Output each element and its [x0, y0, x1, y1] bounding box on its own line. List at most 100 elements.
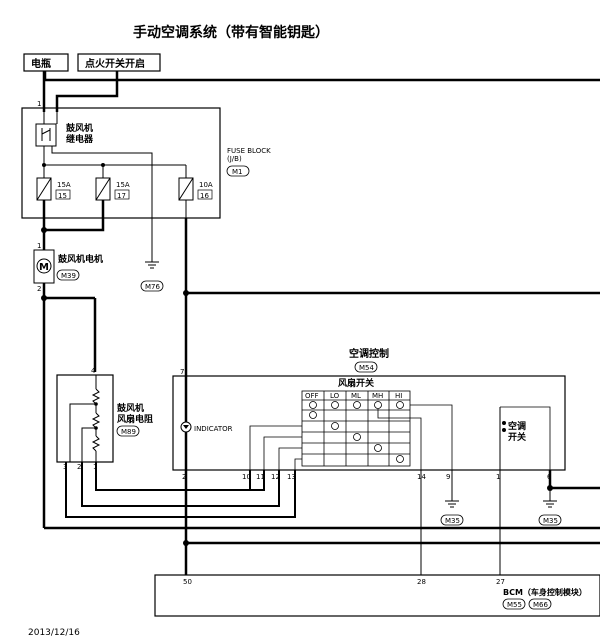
junction-ac-pin6: [547, 485, 553, 491]
ac-pin-10: 10: [242, 473, 251, 481]
indicator-diode: [183, 425, 189, 429]
diagram-date: 2013/12/16: [28, 628, 80, 638]
relay-switch-icon: [41, 128, 51, 141]
ignition-box: [77, 53, 161, 72]
ignition-label: 点火开关开启: [85, 57, 145, 70]
fuse-bus: [43, 112, 187, 262]
ground-m76-icon: [145, 261, 159, 269]
fuse-16-rating: 10A: [199, 181, 213, 189]
ac-control-connector: M54: [359, 364, 374, 372]
fan-switch-label: 风扇开关: [338, 377, 374, 389]
fuse-block-connector: M1: [232, 168, 243, 176]
ac-pin-9: 9: [446, 473, 450, 481]
ac-pin-13: 13: [287, 473, 296, 481]
fuse-15-number: 15: [58, 192, 67, 200]
diagram-title: 手动空调系统（带有智能钥匙）: [133, 24, 329, 41]
fan-pos-lo: LO: [330, 392, 340, 400]
relay-label-1: 鼓风机: [66, 122, 93, 134]
bcm-pin-27: 27: [496, 578, 505, 586]
ac-lower-wires: [420, 470, 501, 575]
bcm-connector-badge-1: [502, 598, 526, 610]
ac-control-pin-7: 7: [180, 368, 184, 376]
resistor-internal: [69, 375, 101, 462]
resistor-label-1: 鼓风机: [117, 402, 144, 414]
blower-motor-pin-bottom: 2: [37, 285, 41, 293]
indicator-label: INDICATOR: [194, 425, 233, 433]
bus-junction-2: [101, 163, 105, 167]
main-wires: [42, 200, 600, 575]
ground-m35a-badge: [440, 514, 464, 526]
fuse-16-number-box: [197, 189, 213, 200]
bcm-pin-50: 50: [183, 578, 192, 586]
relay-coil-box: [35, 123, 57, 147]
fuse-block-name: FUSE BLOCK: [227, 147, 271, 155]
ac-pin-1: 1: [496, 473, 500, 481]
fuse-17-number: 17: [117, 192, 126, 200]
resistor-pin-4: 4: [91, 367, 96, 375]
bcm-connector-2: M66: [533, 601, 548, 609]
ground-m35a-icon: [445, 500, 459, 508]
ac-switch-icon: [499, 407, 506, 470]
ground-m35b-icon: [543, 500, 557, 508]
ac-switch-label-1: 空调: [508, 420, 526, 432]
motor-symbol: M: [39, 262, 49, 273]
fuse-17-rating: 15A: [116, 181, 130, 189]
junction-power-3: [183, 540, 189, 546]
fuse-16-number: 16: [200, 192, 209, 200]
ac-control-connector-badge: [354, 361, 378, 373]
fuse-block-pin: 1: [37, 100, 41, 108]
junction-ground-1: [41, 295, 47, 301]
ac-pin6-wire: [548, 470, 600, 490]
fan-pos-mh: MH: [372, 392, 383, 400]
fan-pos-ml: ML: [351, 392, 361, 400]
relay-label-2: 继电器: [66, 133, 94, 145]
bcm-box: [154, 574, 600, 617]
fuse-17: [95, 177, 111, 201]
fan-switch-grid: [301, 390, 411, 467]
power-rails: [42, 71, 600, 112]
bcm-label: BCM（车身控制模块）: [503, 587, 587, 597]
battery-label: 电瓶: [31, 57, 51, 70]
ground-m76-badge: [140, 280, 164, 292]
fuse-block: [21, 107, 221, 219]
fuse-15-rating: 15A: [57, 181, 71, 189]
fan-pos-hi: HI: [395, 392, 402, 400]
ac-switch-wire: [500, 406, 551, 470]
blower-motor-pin-top: 1: [37, 242, 41, 250]
fan-pos-off: OFF: [305, 392, 319, 400]
resistor-connector-badge: [116, 425, 140, 437]
fuse-15-number-box: [55, 189, 71, 200]
ac-pin-11: 11: [256, 473, 265, 481]
ground-m35b-badge: [538, 514, 562, 526]
resistor-pin-2: 2: [77, 463, 81, 471]
blower-motor-box: [33, 249, 55, 284]
fuse-block-sub: (J/B): [227, 155, 242, 163]
bus-junction-1: [42, 163, 46, 167]
blower-motor-connector-badge: [56, 269, 80, 281]
ac-switch-label-2: 开关: [508, 431, 526, 443]
fan-resistor-box: [56, 374, 114, 463]
fuse-17-number-box: [114, 189, 130, 200]
fuse-15: [36, 177, 52, 201]
fan-switch-contacts: [309, 401, 404, 463]
blower-motor-label: 鼓风机电机: [58, 253, 103, 265]
ground-m35a-label: M35: [445, 517, 460, 525]
ac-pin-14: 14: [417, 473, 426, 481]
motor-icon: [36, 258, 52, 274]
ac-control-label: 空调控制: [349, 347, 389, 360]
blower-motor-connector: M39: [61, 272, 76, 280]
bcm-connector-badge-2: [528, 598, 552, 610]
ac-control-box: [172, 375, 566, 471]
fuse-block-connector-badge: [226, 165, 250, 177]
bcm-pin-28: 28: [417, 578, 426, 586]
fuse-16: [178, 177, 194, 201]
ground-m35b-label: M35: [543, 517, 558, 525]
ac-pin-2: 2: [182, 473, 186, 481]
junction-power-2: [183, 290, 189, 296]
resistor-node-2: [94, 426, 98, 430]
ac-pin-12: 12: [271, 473, 280, 481]
junction-power-1: [41, 227, 47, 233]
fan-switch-internal-wires: [249, 404, 453, 470]
resistor-connector: M89: [121, 428, 136, 436]
